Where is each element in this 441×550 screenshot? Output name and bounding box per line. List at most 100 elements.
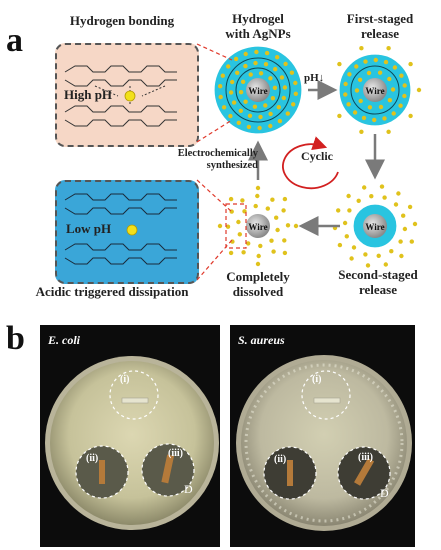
silver-nanoparticle bbox=[408, 61, 413, 67]
silver-nanoparticle bbox=[387, 76, 392, 82]
silver-nanoparticle bbox=[258, 243, 263, 249]
silver-nanoparticle bbox=[409, 239, 414, 244]
silver-nanoparticle bbox=[255, 193, 260, 199]
silver-nanoparticle bbox=[228, 90, 234, 95]
silver-nanoparticle bbox=[282, 250, 288, 256]
silver-nanoparticle bbox=[372, 117, 377, 123]
silver-nanoparticle bbox=[237, 232, 242, 237]
wire-sample-iii bbox=[354, 458, 375, 486]
silver-nanoparticle bbox=[367, 105, 373, 110]
silver-nanoparticle bbox=[337, 113, 342, 119]
silver-nanoparticle bbox=[396, 191, 401, 196]
silver-nanoparticle bbox=[228, 250, 234, 256]
s-aureus-title: S. aureus bbox=[238, 333, 285, 347]
cyclic-label: Cyclic bbox=[301, 149, 333, 163]
silver-nanoparticle bbox=[238, 90, 244, 95]
silver-nanoparticle bbox=[230, 79, 235, 85]
silver-nanoparticle bbox=[271, 249, 276, 254]
wire-label: Wire bbox=[365, 222, 384, 232]
silver-nanoparticle bbox=[236, 120, 241, 126]
dashed-connectors bbox=[196, 43, 247, 281]
silver-nanoparticle bbox=[240, 198, 245, 203]
silver-nanoparticle bbox=[217, 223, 223, 229]
label-d: D bbox=[184, 482, 193, 496]
silver-nanoparticle bbox=[379, 184, 385, 189]
second-release-label: Second-staged release bbox=[338, 267, 418, 297]
silver-nanoparticle bbox=[243, 63, 248, 69]
silver-nanoparticle bbox=[359, 46, 364, 51]
silver-nanoparticle bbox=[270, 197, 275, 202]
silver-nanoparticle bbox=[268, 111, 273, 117]
silver-nanoparticle bbox=[236, 219, 241, 225]
silver-nanoparticle bbox=[258, 71, 264, 76]
silver-nanoparticle bbox=[255, 185, 261, 191]
silver-nanoparticle bbox=[383, 59, 389, 65]
silver-nanoparticle bbox=[282, 238, 287, 243]
silver-nanoparticle bbox=[275, 55, 280, 60]
silver-nanoparticle bbox=[220, 73, 225, 78]
wire-sample-ii bbox=[287, 460, 293, 486]
second-staged-release-particle bbox=[332, 184, 418, 268]
silver-nanoparticle bbox=[398, 103, 403, 108]
silver-nanoparticle bbox=[275, 227, 280, 233]
silver-nanoparticle bbox=[399, 73, 404, 78]
silver-nanoparticle bbox=[378, 104, 384, 110]
silver-nanoparticle bbox=[218, 94, 223, 100]
scheme-diagram: Wire Wire Wire Wire bbox=[64, 43, 422, 281]
silver-nanoparticle bbox=[337, 61, 342, 67]
zone-iii bbox=[141, 443, 195, 497]
silver-nanoparticle bbox=[283, 61, 288, 67]
silver-nanoparticle bbox=[376, 253, 381, 258]
silver-ion-high-ph bbox=[124, 90, 136, 102]
low-ph-label: Low pH bbox=[66, 221, 112, 236]
silver-nanoparticle bbox=[291, 102, 296, 107]
zone-i bbox=[301, 370, 351, 420]
silver-nanoparticle bbox=[408, 113, 413, 119]
hydrogen-bonding-title: Hydrogen bonding bbox=[69, 13, 175, 28]
silver-nanoparticle bbox=[231, 100, 237, 105]
silver-nanoparticle bbox=[407, 204, 413, 210]
silver-nanoparticle bbox=[282, 85, 288, 90]
silver-ion-low-ph bbox=[126, 224, 138, 236]
silver-nanoparticle bbox=[416, 87, 422, 93]
silver-nanoparticle bbox=[279, 75, 285, 80]
e-coli-title: E. coli bbox=[48, 333, 80, 347]
zone-i bbox=[109, 370, 159, 420]
silver-nanoparticle bbox=[389, 249, 394, 254]
silver-nanoparticle bbox=[238, 108, 243, 114]
silver-nanoparticle bbox=[358, 98, 363, 104]
silver-nanoparticle bbox=[365, 263, 371, 268]
silver-nanoparticle bbox=[282, 196, 288, 202]
silver-nanoparticle bbox=[337, 242, 343, 248]
silver-nanoparticle bbox=[263, 103, 268, 108]
silver-nanoparticle bbox=[342, 220, 348, 226]
silver-nanoparticle bbox=[264, 50, 270, 56]
hydrogel-title: Hydrogel with AgNPs bbox=[225, 11, 291, 41]
silver-nanoparticle bbox=[269, 238, 274, 243]
silver-nanoparticle bbox=[386, 46, 391, 51]
silver-nanoparticle bbox=[349, 256, 354, 261]
silver-nanoparticle bbox=[225, 224, 231, 229]
silver-nanoparticle bbox=[256, 253, 261, 259]
silver-nanoparticle bbox=[347, 208, 352, 213]
wire-sample-i bbox=[313, 397, 341, 404]
zone-ii bbox=[263, 446, 317, 500]
wire-sample-iii bbox=[161, 454, 175, 484]
silver-nanoparticle bbox=[346, 193, 351, 199]
hydrogel-with-agnps bbox=[213, 45, 303, 135]
label-iii: (iii) bbox=[168, 448, 183, 459]
label-ii: (ii) bbox=[274, 454, 286, 465]
electrochemically-synthesized-label: Electrochemically synthesized bbox=[177, 148, 258, 172]
silver-nanoparticle bbox=[247, 113, 253, 119]
panel-a-letter: a bbox=[6, 22, 23, 59]
silver-nanoparticle bbox=[221, 105, 227, 110]
silver-nanoparticle bbox=[382, 116, 387, 121]
label-i: (i) bbox=[120, 374, 129, 385]
silver-nanoparticle bbox=[399, 253, 404, 259]
label-iii: (iii) bbox=[358, 452, 373, 463]
silver-nanoparticle bbox=[347, 72, 352, 77]
silver-nanoparticle bbox=[285, 111, 290, 116]
label-ii: (ii) bbox=[86, 453, 98, 464]
silver-nanoparticle bbox=[253, 203, 258, 209]
